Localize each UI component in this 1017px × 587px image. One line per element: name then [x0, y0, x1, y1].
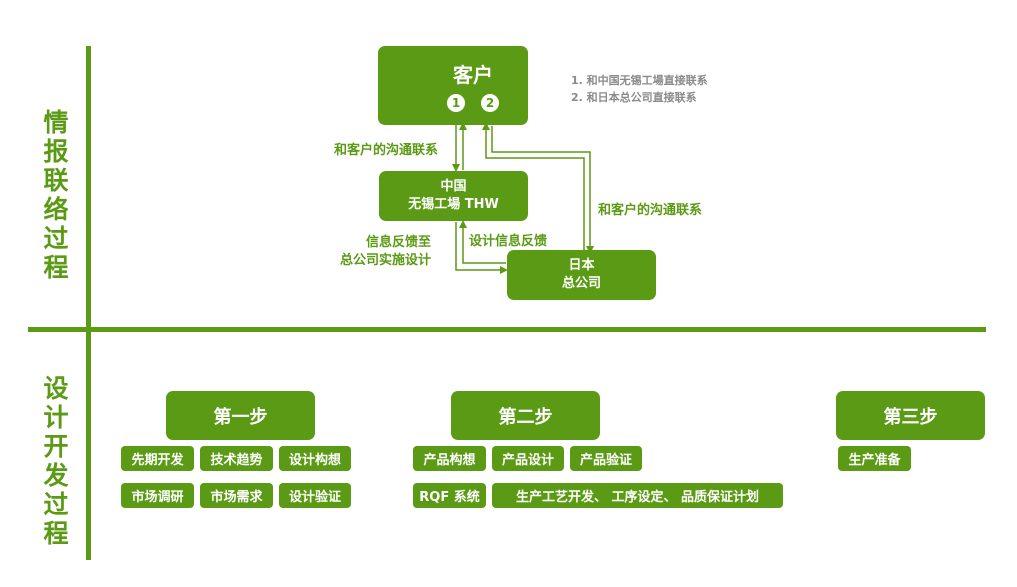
section-label-design-development: 设计开发过程 [43, 374, 69, 548]
step-1-tag: 市场调研 [121, 483, 194, 508]
section-label-communication: 情报联络过程 [43, 108, 69, 282]
step-2-tag: RQF 系统 [413, 483, 486, 508]
step-1-tag: 市场需求 [200, 483, 273, 508]
step-1-tag: 技术趋势 [200, 446, 273, 471]
label-customer-contact-right: 和客户的沟通联系 [598, 203, 703, 218]
arrow-china-to-japan [455, 222, 508, 274]
step-1-tag: 设计构想 [279, 446, 351, 471]
step-3-box: 第三步 [836, 391, 985, 440]
step-2-title: 第二步 [498, 406, 553, 428]
note-2: 2. 和日本总公司直接联系 [571, 91, 697, 104]
note-1: 1. 和中国无锡工場直接联系 [571, 74, 708, 87]
customer-title: 客户 [453, 63, 493, 87]
japan-box-line2: 总公司 [561, 276, 601, 291]
china-box-line1: 中国 [440, 179, 467, 194]
label-customer-contact-left: 和客户的沟通联系 [334, 143, 439, 158]
step-3-tag: 生产准备 [838, 446, 911, 471]
step-1-tag: 设计验证 [279, 483, 351, 508]
label-design-feedback: 设计信息反馈 [469, 234, 548, 249]
label-feedback-to-hq: 信息反馈至 总公司实施设计 [340, 234, 431, 270]
customer-box: 客户 1 2 [378, 46, 528, 125]
step-1-box: 第一步 [166, 391, 315, 440]
arrow-japan-to-customer [482, 122, 585, 250]
arrow-customer-to-japan [491, 126, 594, 254]
japan-hq-box: 日本 总公司 [507, 250, 656, 300]
step-1-tag: 先期开发 [121, 446, 194, 471]
step-3-title: 第三步 [883, 406, 938, 428]
arrow-japan-to-china [459, 220, 506, 264]
note-list: 1. 和中国无锡工場直接联系 2. 和日本总公司直接联系 [571, 72, 708, 106]
circle-2-icon: 2 [481, 94, 499, 112]
china-factory-box: 中国 无锡工場 THW [379, 171, 528, 221]
vertical-divider [86, 46, 91, 560]
label-feedback-to-hq-line2: 总公司实施设计 [340, 253, 432, 268]
step-2-tag: 产品设计 [492, 446, 564, 471]
japan-box-line1: 日本 [568, 258, 595, 273]
step-2-tag: 生产工艺开发、 工序设定、 品质保证计划 [492, 483, 783, 508]
circle-1-icon: 1 [447, 94, 465, 112]
step-2-tag: 产品构想 [413, 446, 486, 471]
step-2-box: 第二步 [451, 391, 600, 440]
label-feedback-to-hq-line1: 信息反馈至 [366, 235, 432, 250]
step-1-title: 第一步 [213, 406, 268, 428]
step-2-tag: 产品验证 [570, 446, 642, 471]
china-box-line2: 无锡工場 THW [408, 197, 499, 212]
horizontal-divider [28, 327, 986, 332]
